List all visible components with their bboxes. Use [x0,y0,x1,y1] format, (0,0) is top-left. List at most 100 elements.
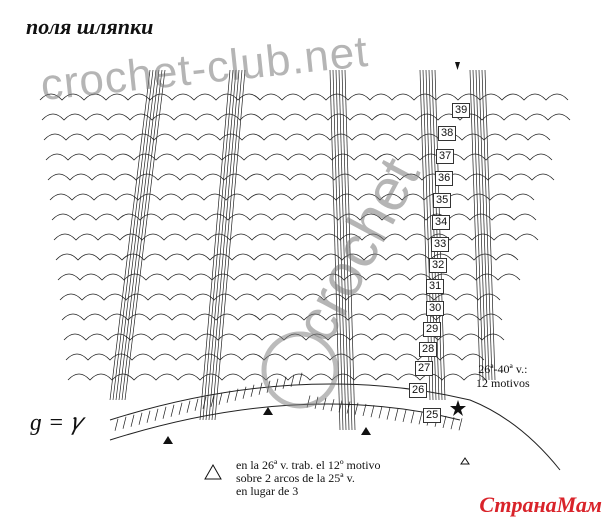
stitch [386,407,391,420]
stitch [370,405,375,418]
stitch [258,382,263,395]
marker-triangle [263,407,273,415]
legend-text: en la 26ª v. trab. el 12º motivo sobre 2… [236,459,381,498]
row-number: 26 [409,383,428,398]
row-number: 31 [426,279,445,294]
chain-arc-row [51,213,537,221]
chain-arc-row [53,233,539,241]
row-number: 33 [431,237,450,252]
stitch-key: ɡ = 𝛾 [30,410,83,436]
stitch [122,416,127,429]
row-number: 25 [423,408,442,423]
marker-triangle [163,436,173,444]
stitch-column [112,69,154,401]
stitch [338,400,343,413]
stitch [354,402,359,415]
chain-arc-row [45,153,553,161]
stitch-column [338,69,350,431]
legend-line: en la 26ª v. trab. el 12º motivo [236,458,381,472]
chain-arc-row [57,273,521,281]
motif-note: 26ª-40ª v.: 12 motivos [476,362,530,390]
stitch [138,412,143,425]
legend-line: en lugar de 3 [236,484,299,498]
chain-arc-row [49,193,535,201]
stitch-column [211,69,243,421]
stitch-column [431,69,443,401]
legend-line: sobre 2 arcos de la 25ª v. [236,471,355,485]
stitch-column [205,69,237,421]
stitch-column [208,69,240,421]
row-number: 35 [433,193,452,208]
marker-triangle [361,427,371,435]
stitch [162,406,167,419]
stitch [330,399,335,412]
stitch-column [341,69,353,431]
stitch-column [121,69,163,401]
stitch [402,409,407,423]
stitch-column [115,69,157,401]
stitch-column [124,69,166,401]
note-line: 12 motivos [476,376,530,390]
stitch [226,390,231,403]
stitch [274,378,279,391]
chain-arc-row [43,133,551,141]
stitch [218,392,223,405]
stitch [298,372,303,385]
stitch [250,384,255,397]
stitch [362,403,367,417]
stitch [450,417,455,430]
stitch [130,414,135,427]
stitch [282,376,287,389]
stitch-column [109,69,151,401]
chain-arc-row [55,253,519,261]
stitch-column [214,69,246,421]
stitch-column [478,69,490,381]
row-number: 37 [436,149,455,164]
row-number: 30 [426,301,445,316]
stitch [170,404,175,417]
stitch [322,397,327,411]
stitch-column [434,69,446,401]
stitch-column [481,69,493,381]
start-marker [455,62,460,70]
stitch [154,408,159,421]
stitch [442,415,447,429]
stitch-column [118,69,160,401]
row-number: 27 [415,361,434,376]
chain-arc-row [65,353,485,361]
row-number: 38 [438,126,457,141]
stitch-column [475,69,487,381]
note-line: 26ª-40ª v.: [478,362,528,376]
stitch [290,374,295,387]
stitch [346,401,351,414]
stitch-column [344,69,356,431]
triangle-icon [204,464,222,480]
star-marker [450,400,466,416]
stitch [186,400,191,413]
stitch [234,388,239,401]
base-row [109,403,461,441]
stitch [178,402,183,415]
stitch-column [428,69,440,401]
stitch [410,411,415,424]
stitch [242,386,247,399]
stitch [114,418,119,431]
chain-arc-row [47,173,555,181]
stitch-column [335,69,347,431]
stitch [194,398,199,411]
chart-title: поля шляпки [26,14,154,39]
marker-triangle-outline [460,457,470,465]
row-number: 32 [429,258,448,273]
stitch [202,396,207,409]
site-logo: СтранаМам [479,492,602,517]
row-number: 34 [432,215,451,230]
row-number: 29 [423,322,442,337]
stitch [458,418,463,431]
stitch-column [484,69,496,381]
row-number: 36 [435,171,454,186]
chain-arc-row [41,113,571,121]
stitch [418,412,423,425]
stitch-column [332,69,344,431]
